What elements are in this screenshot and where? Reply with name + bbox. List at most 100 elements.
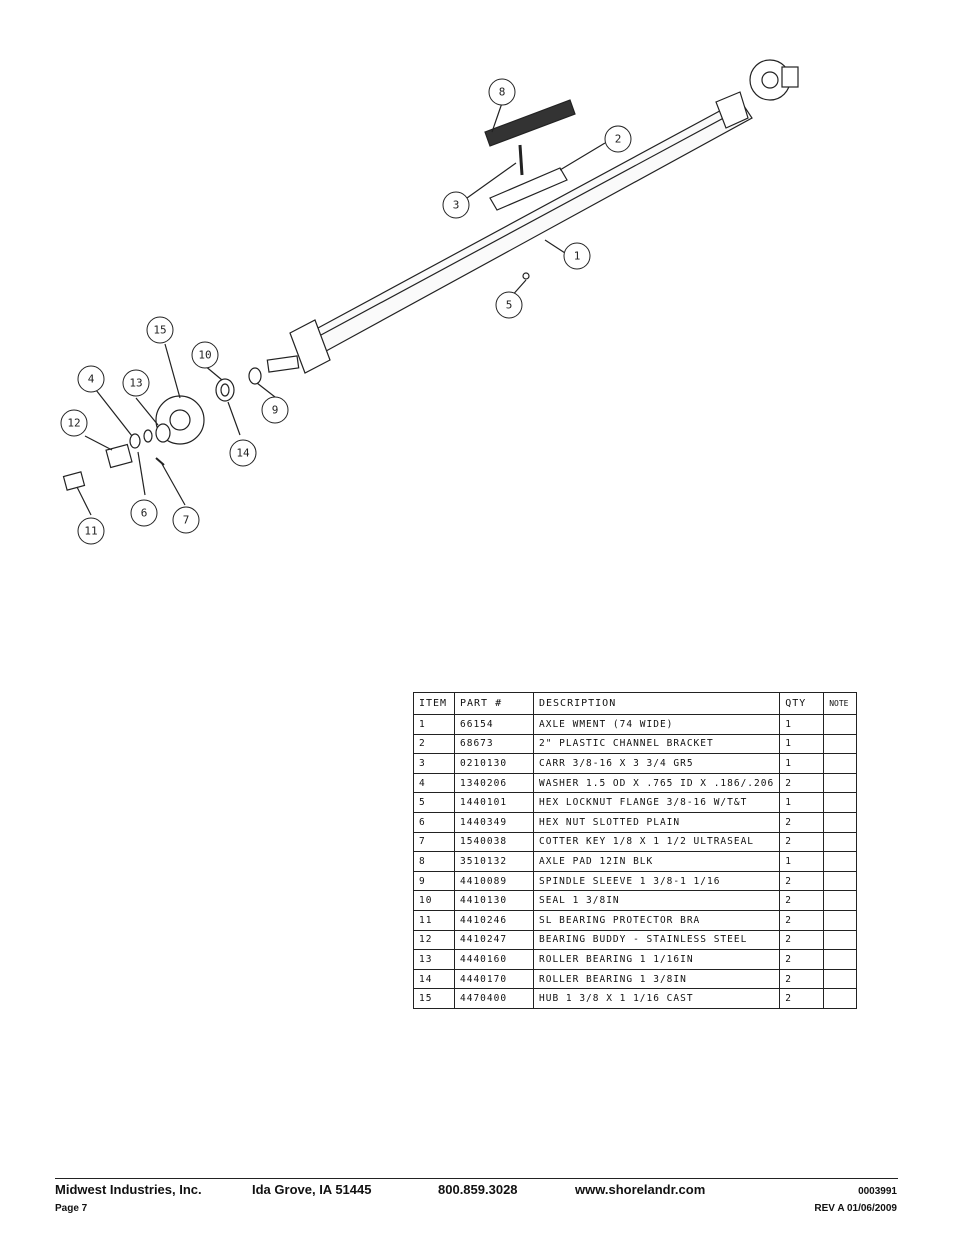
bearing-buddy	[105, 443, 133, 469]
spindle-flange-left	[289, 319, 331, 374]
cell-description: AXLE WMENT (74 WIDE)	[532, 714, 781, 735]
header-note: NOTE	[823, 692, 858, 715]
footer-divider	[55, 1178, 898, 1179]
spindle-left	[266, 355, 300, 373]
cell-description: SPINDLE SLEEVE 1 3/8-1 1/16	[532, 870, 781, 892]
cell-qty: 1	[779, 714, 825, 735]
channel-bracket	[489, 167, 568, 211]
callout-14: 14	[236, 447, 250, 460]
cell-part-number: 1440349	[454, 811, 534, 833]
cell-note	[823, 988, 858, 1009]
cell-part-number: 4470400	[454, 988, 534, 1009]
footer-phone: 800.859.3028	[438, 1182, 518, 1197]
cell-description: CARR 3/8-16 X 3 3/4 GR5	[532, 753, 781, 774]
seal	[215, 378, 235, 402]
washer	[143, 429, 153, 443]
callout-11: 11	[84, 525, 97, 538]
hex-nut	[129, 433, 141, 449]
cell-part-number: 4410089	[454, 870, 534, 892]
cell-note	[823, 890, 858, 911]
header-part-number: PART #	[454, 692, 534, 715]
cell-description: WASHER 1.5 OD X .765 ID X .186/.206	[532, 772, 781, 794]
roller-bearing-13	[155, 423, 171, 443]
cell-item: 12	[413, 929, 455, 951]
cell-note	[823, 870, 858, 892]
callout-3: 3	[453, 199, 460, 212]
cell-part-number: 4410247	[454, 929, 534, 951]
cell-part-number: 4440160	[454, 949, 534, 970]
cell-qty: 2	[779, 772, 825, 794]
cotter-key	[155, 457, 165, 466]
cell-note	[823, 792, 858, 813]
cell-qty: 2	[779, 929, 825, 951]
footer-revision: REV A 01/06/2009	[814, 1203, 897, 1214]
callout-5: 5	[506, 299, 513, 312]
cell-note	[823, 909, 858, 931]
cell-description: ROLLER BEARING 1 3/8IN	[532, 968, 781, 990]
cell-description: SEAL 1 3/8IN	[532, 890, 781, 911]
callout-8: 8	[499, 86, 506, 99]
footer-website: www.shorelandr.com	[575, 1182, 706, 1197]
header-item: ITEM	[413, 692, 455, 715]
cell-note	[823, 949, 858, 970]
cell-item: 8	[413, 851, 455, 872]
cell-item: 13	[413, 949, 455, 970]
cell-qty: 2	[779, 949, 825, 970]
cell-part-number: 4440170	[454, 968, 534, 990]
cell-item: 2	[413, 733, 455, 755]
callout-10: 10	[198, 349, 211, 362]
cell-part-number: 1540038	[454, 831, 534, 853]
cell-item: 4	[413, 772, 455, 794]
cell-description: ROLLER BEARING 1 1/16IN	[532, 949, 781, 970]
callout-15: 15	[153, 324, 166, 337]
callout-4: 4	[88, 373, 95, 386]
cell-item: 1	[413, 714, 455, 735]
header-description: DESCRIPTION	[532, 692, 781, 715]
cell-qty: 1	[779, 753, 825, 774]
cell-part-number: 1340206	[454, 772, 534, 794]
callout-1: 1	[574, 250, 581, 263]
callout-9: 9	[272, 404, 279, 417]
cell-qty: 2	[779, 811, 825, 833]
cell-description: AXLE PAD 12IN BLK	[532, 851, 781, 872]
cell-part-number: 4410246	[454, 909, 534, 931]
cell-item: 10	[413, 890, 455, 911]
cell-item: 11	[413, 909, 455, 931]
callout-6: 6	[141, 507, 148, 520]
cell-note	[823, 753, 858, 774]
axle-drawing: 8 2 3 1 5 15 10 4 13 12 9 14 6 7 11	[60, 59, 799, 545]
cell-note	[823, 811, 858, 833]
cell-note	[823, 929, 858, 951]
cell-qty: 1	[779, 792, 825, 813]
cell-qty: 2	[779, 968, 825, 990]
cell-qty: 2	[779, 890, 825, 911]
footer-city: Ida Grove, IA 51445	[252, 1182, 372, 1197]
cell-item: 9	[413, 870, 455, 892]
spindle-flange-right	[715, 91, 749, 129]
cell-qty: 1	[779, 851, 825, 872]
hex-locknut	[522, 272, 530, 280]
header-qty: QTY	[779, 692, 825, 715]
cell-note	[823, 733, 858, 755]
cell-item: 7	[413, 831, 455, 853]
callout-circles	[60, 78, 632, 545]
callout-2: 2	[615, 133, 622, 146]
footer-page: Page 7	[55, 1203, 88, 1214]
cell-description: HEX LOCKNUT FLANGE 3/8-16 W/T&T	[532, 792, 781, 813]
footer-doc-number: 0003991	[858, 1186, 897, 1197]
exploded-axle-diagram: 8 2 3 1 5 15 10 4 13 12 9 14 6 7 11	[40, 40, 820, 560]
